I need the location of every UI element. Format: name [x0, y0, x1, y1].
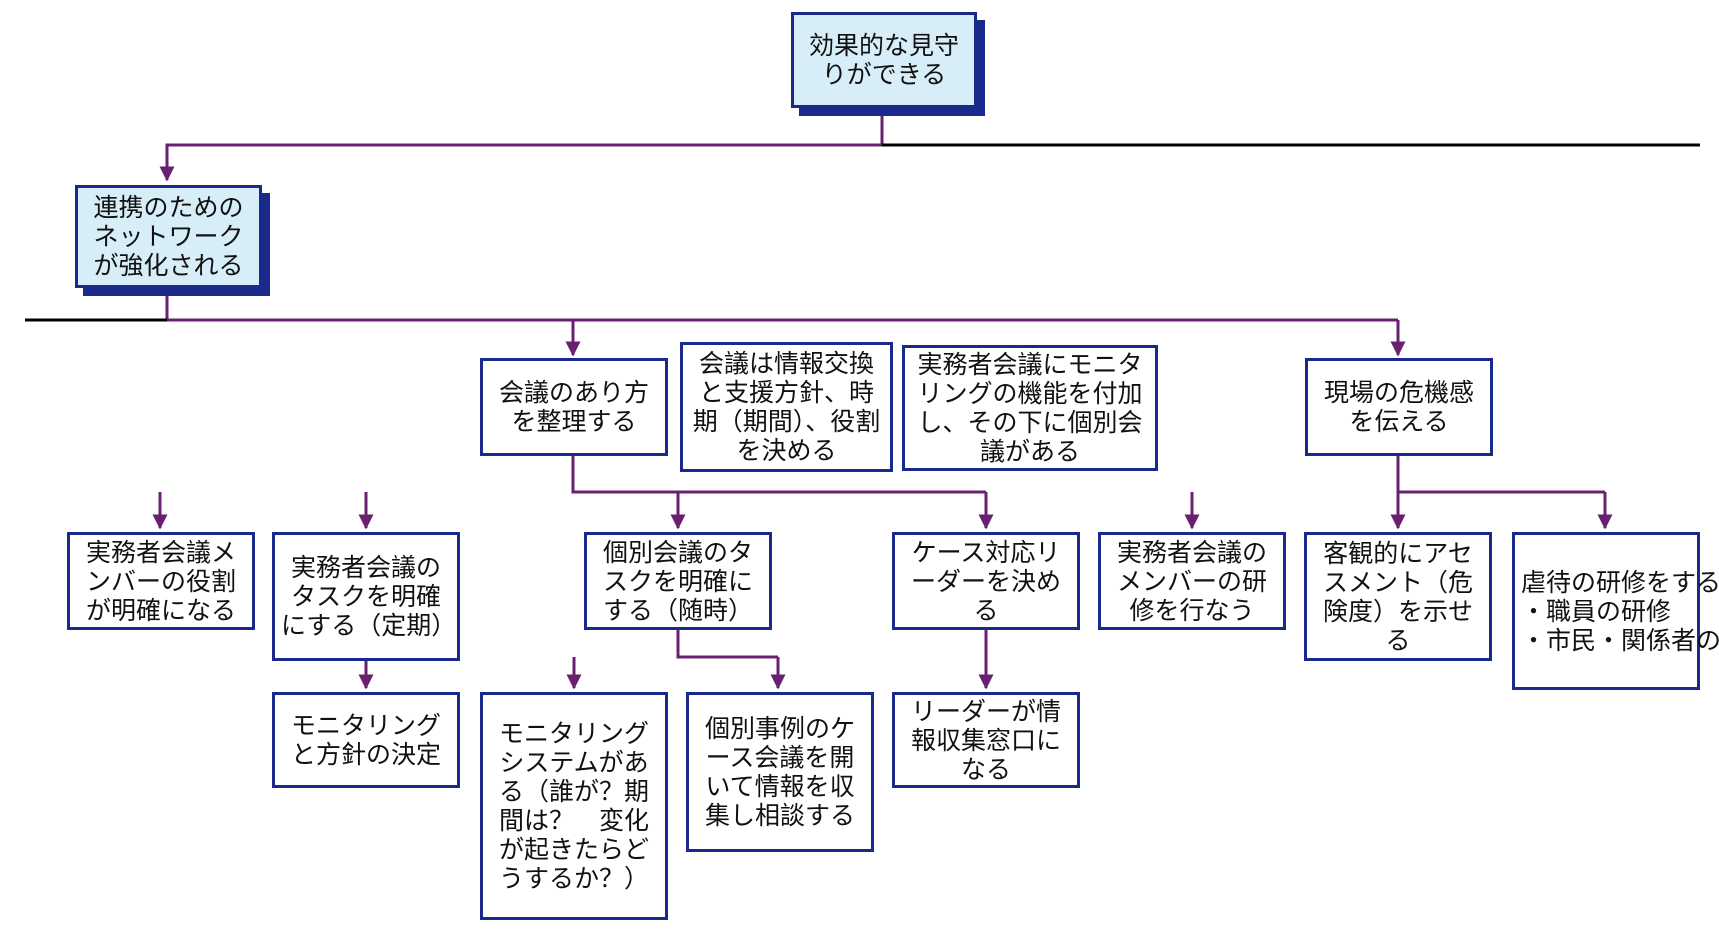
node-network: 連携のためのネットワークが強化される: [75, 185, 262, 288]
node-individual-tasks-label: 個別会議のタスクを明確にする（随時）: [602, 537, 753, 625]
note-meeting-roles-label: 会議は情報交換と支援方針、時期（期間）、役割を決める: [692, 349, 881, 465]
node-assessment-label: 客観的にアセスメント（危険度）を示せる: [1322, 538, 1473, 655]
note-meeting-roles: 会議は情報交換と支援方針、時期（期間）、役割を決める: [680, 342, 893, 472]
node-meeting-style-label: 会議のあり方を整理する: [498, 378, 649, 436]
connector-crisis-bus: [1396, 456, 1605, 494]
node-assessment: 客観的にアセスメント（危険度）を示せる: [1304, 532, 1492, 661]
node-practitioner-tasks-label: 実務者会議のタスクを明確にする（定期）: [281, 553, 457, 640]
node-monitoring-system: モニタリングシステムがある（誰が？期間は？ 変化が起きたらどうするか？）: [480, 692, 668, 920]
note-monitoring-label: 実務者会議にモニタリングの機能を付加し、その下に個別会議がある: [917, 350, 1143, 466]
node-monitoring-policy-label: モニタリングと方針の決定: [290, 711, 441, 769]
node-network-label: 連携のためのネットワークが強化される: [93, 193, 244, 280]
node-member-training-label: 実務者会議のメンバーの研修を行なう: [1116, 537, 1267, 625]
connector-network-bus: [165, 288, 1398, 322]
node-root: 効果的な見守りができる: [791, 12, 977, 108]
node-case-leader-label: ケース対応リーダーを決める: [910, 537, 1061, 625]
node-case-conference-label: 個別事例のケース会議を開いて情報を収集し相談する: [704, 714, 855, 830]
node-leader-contact: リーダーが情報収集窓口になる: [892, 692, 1080, 788]
node-member-roles-label: 実務者会議メンバーの役割が明確になる: [85, 537, 236, 625]
connector-individual-bus: [676, 630, 778, 659]
node-member-roles: 実務者会議メンバーの役割が明確になる: [67, 532, 255, 630]
note-monitoring: 実務者会議にモニタリングの機能を付加し、その下に個別会議がある: [902, 345, 1158, 471]
connector-root-network: [159, 108, 884, 182]
node-monitoring-policy: モニタリングと方針の決定: [272, 692, 460, 788]
node-root-label: 効果的な見守りができる: [808, 31, 959, 89]
connector-meeting-bus: [571, 456, 986, 494]
node-member-training: 実務者会議のメンバーの研修を行なう: [1098, 532, 1286, 630]
node-crisis: 現場の危機感を伝える: [1305, 358, 1493, 456]
node-case-conference: 個別事例のケース会議を開いて情報を収集し相談する: [686, 692, 874, 852]
node-meeting-style: 会議のあり方を整理する: [480, 358, 668, 456]
node-individual-tasks: 個別会議のタスクを明確にする（随時）: [584, 532, 772, 630]
node-monitoring-system-label: モニタリングシステムがある（誰が？期間は？ 変化が起きたらどうするか？）: [498, 719, 649, 893]
node-case-leader: ケース対応リーダーを決める: [892, 532, 1080, 630]
node-abuse-training-label: 虐待の研修をする ・職員の研修 ・市民・関係者の研修）: [1521, 567, 1719, 655]
node-abuse-training: 虐待の研修をする ・職員の研修 ・市民・関係者の研修）: [1512, 532, 1719, 690]
node-leader-contact-label: リーダーが情報収集窓口になる: [910, 696, 1061, 784]
node-practitioner-tasks: 実務者会議のタスクを明確にする（定期）: [272, 532, 460, 661]
node-crisis-label: 現場の危機感を伝える: [1323, 378, 1474, 436]
